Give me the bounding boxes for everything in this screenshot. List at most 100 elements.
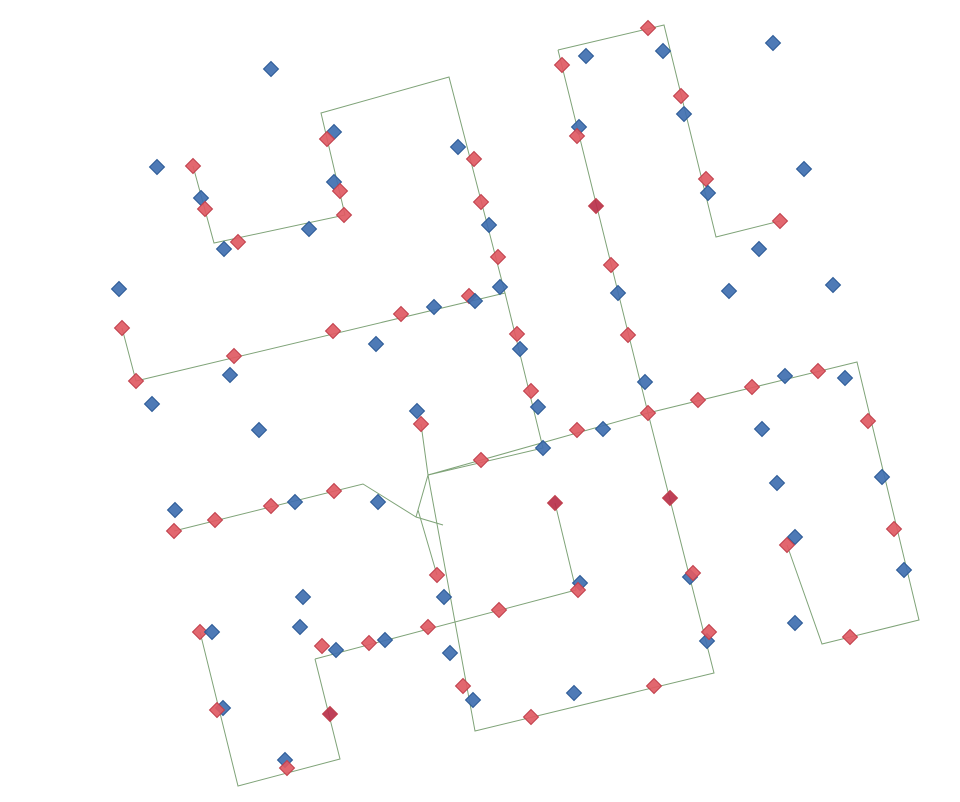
red-diamond-marker[interactable] (568, 127, 586, 145)
blue-diamond-marker[interactable] (327, 641, 345, 659)
blue-diamond-marker[interactable] (786, 528, 804, 546)
red-diamond-marker[interactable] (645, 677, 663, 695)
blue-diamond-marker[interactable] (753, 420, 771, 438)
red-diamond-marker[interactable] (569, 581, 587, 599)
red-diamond-marker[interactable] (472, 451, 490, 469)
blue-diamond-marker[interactable] (300, 220, 318, 238)
blue-diamond-marker[interactable] (675, 105, 693, 123)
blue-diamond-marker[interactable] (577, 47, 595, 65)
red-diamond-marker[interactable] (743, 378, 761, 396)
blue-diamond-marker[interactable] (609, 284, 627, 302)
red-diamond-marker[interactable] (278, 759, 296, 777)
red-diamond-marker[interactable] (165, 522, 183, 540)
blue-diamond-marker[interactable] (110, 280, 128, 298)
red-diamond-marker[interactable] (360, 634, 378, 652)
blue-diamond-marker[interactable] (895, 561, 913, 579)
red-diamond-marker[interactable] (697, 170, 715, 188)
blue-diamond-marker[interactable] (786, 614, 804, 632)
blue-diamond-marker[interactable] (148, 158, 166, 176)
red-diamond-marker[interactable] (325, 482, 343, 500)
red-diamond-marker[interactable] (841, 628, 859, 646)
blue-diamond-marker[interactable] (873, 468, 891, 486)
red-diamond-marker[interactable] (490, 601, 508, 619)
red-diamond-marker[interactable] (229, 233, 247, 251)
red-diamond-marker[interactable] (428, 566, 446, 584)
red-diamond-marker[interactable] (208, 701, 226, 719)
blue-diamond-marker[interactable] (594, 420, 612, 438)
blue-diamond-marker[interactable] (408, 402, 426, 420)
blue-diamond-marker[interactable] (376, 631, 394, 649)
red-diamond-marker[interactable] (313, 637, 331, 655)
blue-diamond-marker[interactable] (262, 60, 280, 78)
red-diamond-marker[interactable] (689, 391, 707, 409)
blue-diamond-marker[interactable] (203, 623, 221, 641)
red-diamond-marker[interactable] (262, 497, 280, 515)
red-diamond-marker[interactable] (419, 618, 437, 636)
blue-diamond-marker[interactable] (480, 216, 498, 234)
dark-red-diamond-marker[interactable] (587, 197, 605, 215)
blue-diamond-marker[interactable] (435, 588, 453, 606)
blue-diamond-marker[interactable] (464, 691, 482, 709)
blue-diamond-marker[interactable] (291, 618, 309, 636)
red-diamond-marker[interactable] (522, 708, 540, 726)
blue-diamond-marker[interactable] (511, 340, 529, 358)
red-diamond-marker[interactable] (568, 421, 586, 439)
red-diamond-marker[interactable] (700, 623, 718, 641)
red-diamond-marker[interactable] (324, 322, 342, 340)
red-diamond-marker[interactable] (335, 206, 353, 224)
blue-diamond-marker[interactable] (425, 298, 443, 316)
red-diamond-marker[interactable] (412, 415, 430, 433)
red-diamond-marker[interactable] (331, 182, 349, 200)
blue-diamond-marker[interactable] (166, 501, 184, 519)
red-diamond-marker[interactable] (472, 193, 490, 211)
blue-diamond-marker[interactable] (768, 474, 786, 492)
red-diamond-marker[interactable] (522, 382, 540, 400)
red-diamond-marker[interactable] (191, 623, 209, 641)
red-diamond-marker[interactable] (885, 520, 903, 538)
blue-diamond-marker[interactable] (654, 42, 672, 60)
blue-diamond-marker[interactable] (565, 684, 583, 702)
blue-diamond-marker[interactable] (491, 278, 509, 296)
red-diamond-marker[interactable] (859, 412, 877, 430)
blue-diamond-marker[interactable] (466, 292, 484, 310)
red-diamond-marker[interactable] (508, 325, 526, 343)
red-diamond-marker[interactable] (196, 200, 214, 218)
dark-red-diamond-marker[interactable] (321, 705, 339, 723)
blue-diamond-marker[interactable] (221, 366, 239, 384)
red-diamond-marker[interactable] (771, 212, 789, 230)
red-diamond-marker[interactable] (619, 326, 637, 344)
blue-diamond-marker[interactable] (764, 34, 782, 52)
red-diamond-marker[interactable] (553, 56, 571, 74)
blue-diamond-marker[interactable] (294, 588, 312, 606)
blue-diamond-marker[interactable] (529, 398, 547, 416)
red-diamond-marker[interactable] (602, 256, 620, 274)
blue-diamond-marker[interactable] (824, 276, 842, 294)
blue-diamond-marker[interactable] (534, 439, 552, 457)
red-diamond-marker[interactable] (225, 347, 243, 365)
blue-diamond-marker[interactable] (286, 493, 304, 511)
blue-diamond-marker[interactable] (215, 240, 233, 258)
blue-diamond-marker[interactable] (449, 138, 467, 156)
red-diamond-marker[interactable] (639, 19, 657, 37)
red-diamond-marker[interactable] (392, 305, 410, 323)
blue-diamond-marker[interactable] (441, 644, 459, 662)
red-diamond-marker[interactable] (113, 319, 131, 337)
red-diamond-marker[interactable] (489, 248, 507, 266)
blue-diamond-marker[interactable] (367, 335, 385, 353)
blue-diamond-marker[interactable] (699, 184, 717, 202)
dark-red-diamond-marker[interactable] (546, 494, 564, 512)
red-diamond-marker[interactable] (184, 157, 202, 175)
red-diamond-marker[interactable] (809, 362, 827, 380)
red-diamond-marker[interactable] (318, 130, 336, 148)
blue-diamond-marker[interactable] (795, 160, 813, 178)
blue-diamond-marker[interactable] (720, 282, 738, 300)
red-diamond-marker[interactable] (206, 511, 224, 529)
red-diamond-marker[interactable] (127, 372, 145, 390)
red-diamond-marker[interactable] (684, 564, 702, 582)
blue-diamond-marker[interactable] (250, 421, 268, 439)
red-diamond-marker[interactable] (639, 404, 657, 422)
blue-diamond-marker[interactable] (836, 369, 854, 387)
dark-red-diamond-marker[interactable] (661, 489, 679, 507)
